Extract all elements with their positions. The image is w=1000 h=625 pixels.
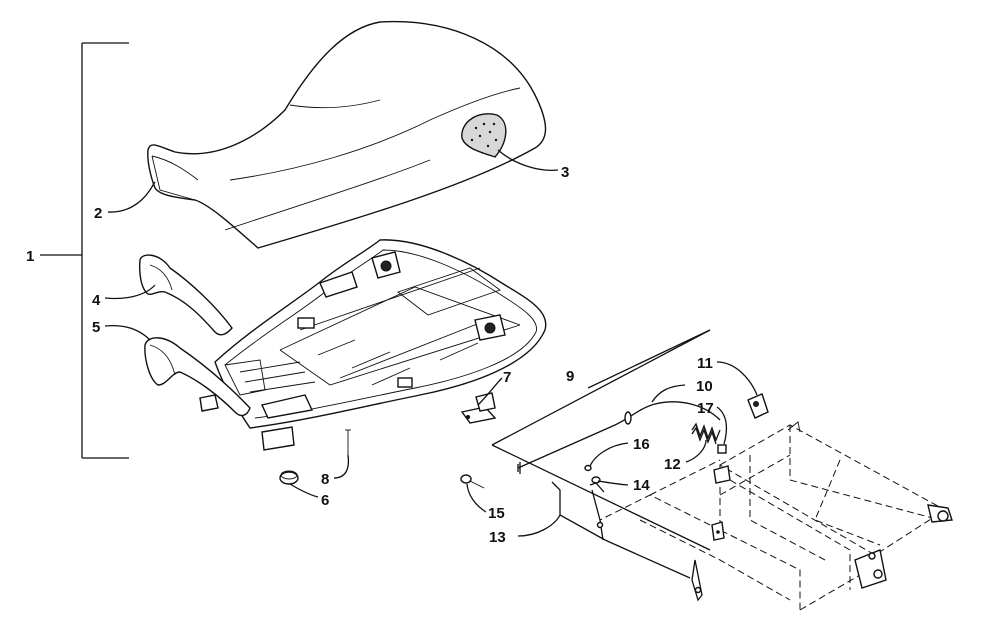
latch-spring xyxy=(691,422,727,454)
screw xyxy=(345,429,351,455)
assembly-bracket xyxy=(40,42,129,459)
seat-base xyxy=(199,239,547,451)
callout-6: 6 xyxy=(321,492,329,509)
washers xyxy=(584,464,601,484)
callout-3: 3 xyxy=(561,164,569,181)
callout-14: 14 xyxy=(633,477,650,494)
latch-assembly-bracket xyxy=(491,329,711,551)
callout-11: 11 xyxy=(697,355,713,372)
side-trim-upper xyxy=(139,254,233,336)
callout-1: 1 xyxy=(26,248,34,265)
latch-bolt xyxy=(460,474,485,489)
callout-16: 16 xyxy=(633,436,650,453)
callout-13: 13 xyxy=(489,529,506,546)
callout-15: 15 xyxy=(488,505,505,522)
frame-reference xyxy=(599,421,953,611)
latch-cable xyxy=(517,401,721,474)
latch-clip xyxy=(747,393,769,419)
latch-lever xyxy=(551,481,703,602)
callout-9: 9 xyxy=(566,368,574,385)
callout-4: 4 xyxy=(92,292,101,309)
callout-12: 12 xyxy=(664,456,681,473)
callout-8: 8 xyxy=(321,471,329,488)
callout-2: 2 xyxy=(94,205,102,222)
side-trim-lower xyxy=(144,337,251,417)
callout-5: 5 xyxy=(92,319,100,336)
mount-bracket xyxy=(460,392,497,424)
callout-7: 7 xyxy=(503,369,511,386)
callout-10: 10 xyxy=(696,378,713,395)
leader-lines xyxy=(104,149,758,537)
seat-emblem xyxy=(461,113,507,158)
seat-cover xyxy=(147,20,547,249)
callout-labels: 1 2 3 4 5 6 7 8 9 10 11 12 13 14 15 16 1… xyxy=(26,164,714,546)
callout-17: 17 xyxy=(697,400,714,417)
rubber-bumper xyxy=(279,470,299,485)
